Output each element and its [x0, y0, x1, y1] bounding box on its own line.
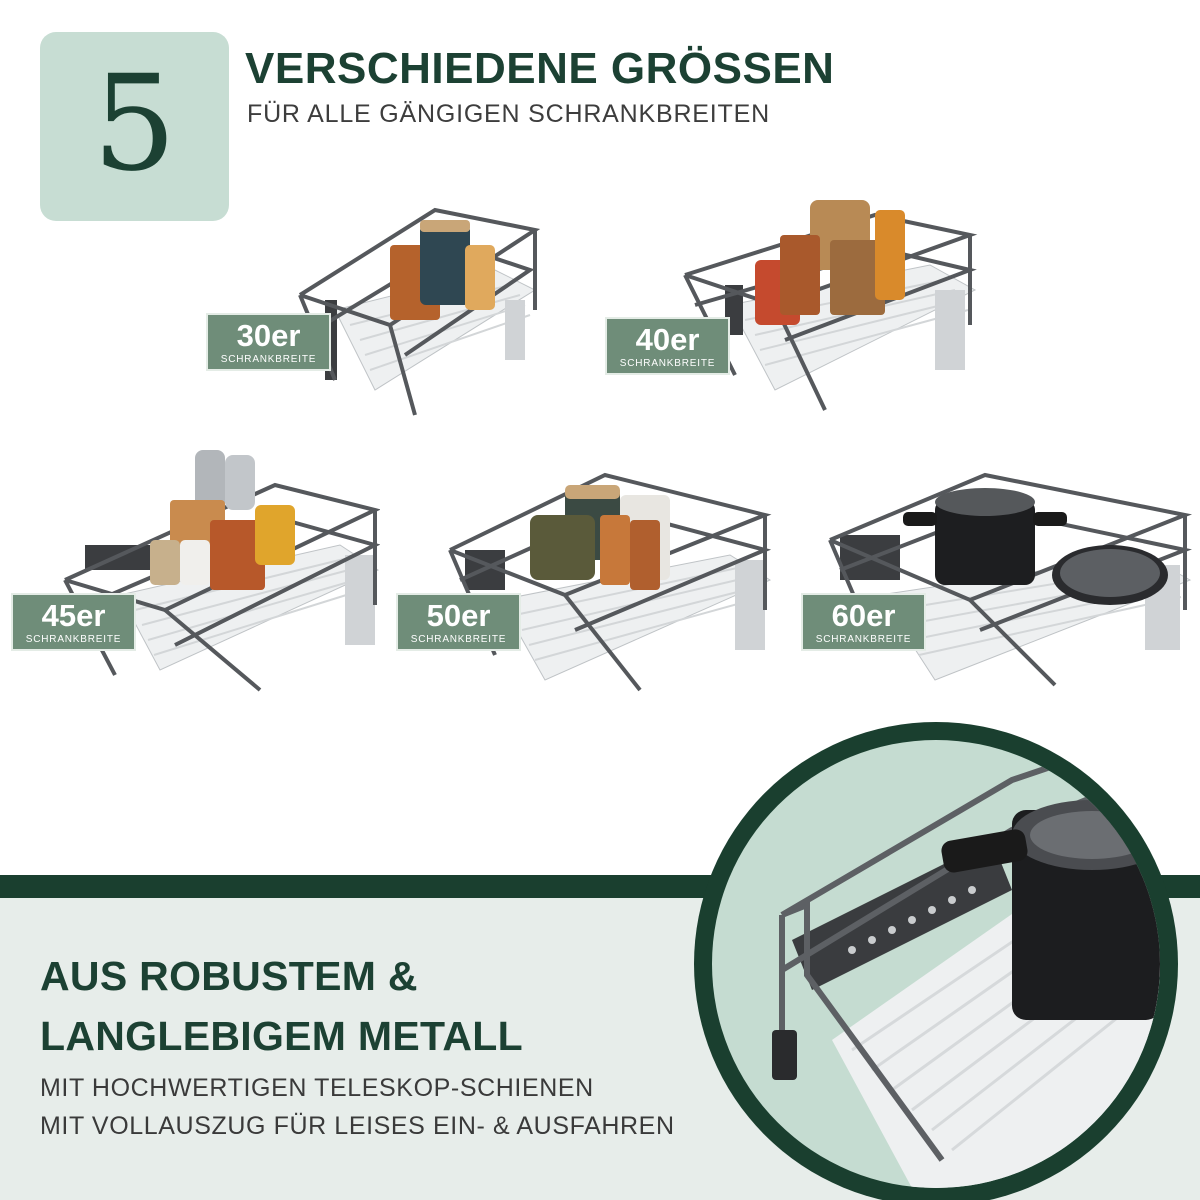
- basket-40-image: [683, 200, 978, 411]
- feature-text-line-2: MIT VOLLAUSZUG FÜR LEISES EIN- & AUSFAHR…: [40, 1112, 675, 1140]
- size-badge-30: 30er SCHRANKBREITE: [206, 313, 331, 371]
- size-badge-40: 40er SCHRANKBREITE: [605, 317, 730, 375]
- size-badge-50: 50er SCHRANKBREITE: [396, 593, 521, 651]
- size-badge-60: 60er SCHRANKBREITE: [801, 593, 926, 651]
- size-label-40: 40er: [635, 321, 700, 357]
- detail-zoom-circle: [694, 722, 1178, 1200]
- size-label-45: 45er: [41, 597, 106, 633]
- headline: VERSCHIEDENE GRÖSSEN: [245, 44, 835, 93]
- size-caption-60: SCHRANKBREITE: [815, 633, 912, 645]
- feature-title: AUS ROBUSTEM & LANGLEBIGEM METALL: [40, 946, 523, 1066]
- size-caption-30: SCHRANKBREITE: [220, 353, 317, 365]
- size-caption-40: SCHRANKBREITE: [619, 357, 716, 369]
- size-label-60: 60er: [831, 597, 896, 633]
- size-caption-50: SCHRANKBREITE: [410, 633, 507, 645]
- size-label-30: 30er: [236, 317, 301, 353]
- feature-text-line-1: MIT HOCHWERTIGEN TELESKOP-SCHIENEN: [40, 1074, 594, 1102]
- size-caption-45: SCHRANKBREITE: [25, 633, 122, 645]
- size-count: 5: [92, 46, 177, 201]
- feature-title-line-1: AUS ROBUSTEM &: [40, 953, 418, 999]
- basket-60-image: [828, 472, 1193, 687]
- basket-30-image: [298, 207, 541, 416]
- basket-45-image: [63, 450, 380, 692]
- size-badge-45: 45er SCHRANKBREITE: [11, 593, 136, 651]
- subheadline: FÜR ALLE GÄNGIGEN SCHRANKBREITEN: [247, 100, 770, 128]
- feature-text: MIT HOCHWERTIGEN TELESKOP-SCHIENEN MIT V…: [40, 1069, 675, 1145]
- feature-title-line-2: LANGLEBIGEM METALL: [40, 1013, 523, 1059]
- size-count-box: 5: [40, 32, 229, 221]
- detail-zoom-image: [712, 740, 1160, 1188]
- basket-50-image: [448, 472, 772, 692]
- size-label-50: 50er: [426, 597, 491, 633]
